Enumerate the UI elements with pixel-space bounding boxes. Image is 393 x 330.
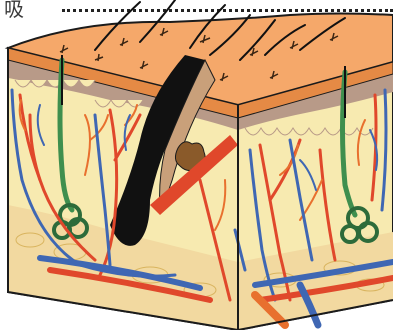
skin-diagram: 吸 [0,0,393,330]
skin-cross-section [0,0,393,330]
